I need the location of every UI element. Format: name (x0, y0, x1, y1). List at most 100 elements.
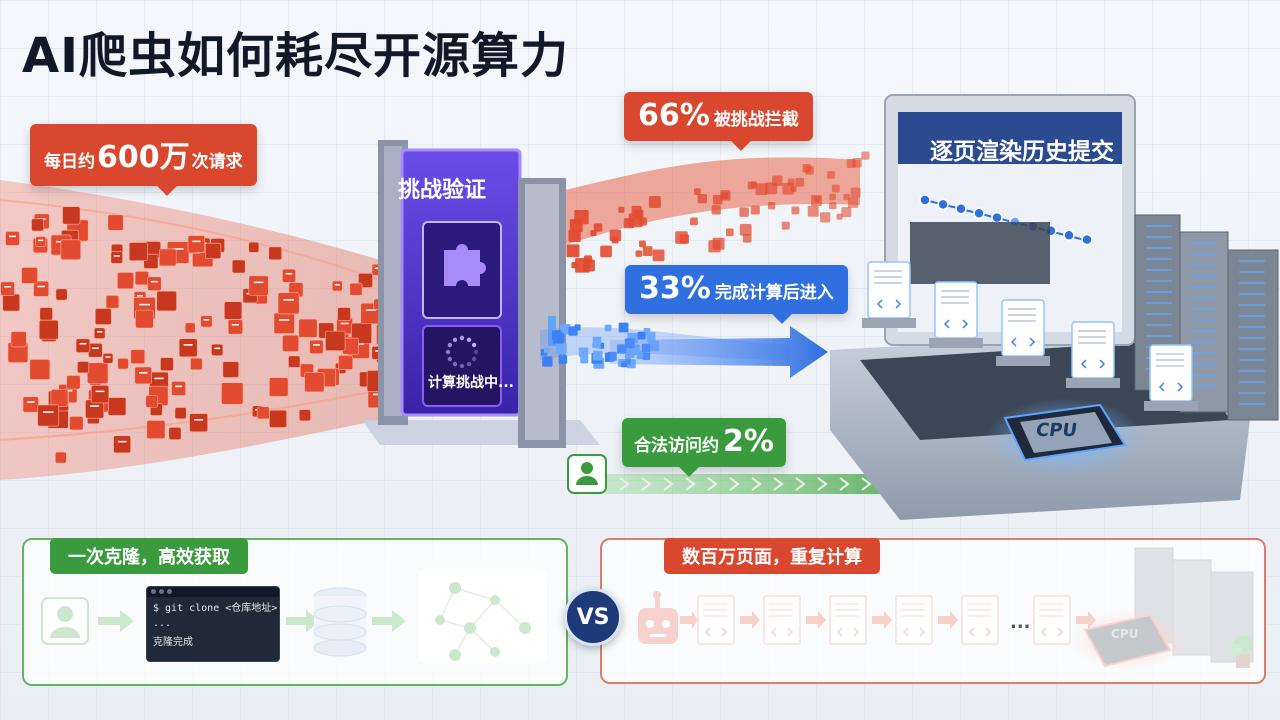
request-stream (0, 151, 870, 480)
document-icon (200, 315, 213, 328)
requests-value: 600万 (97, 140, 190, 175)
spinner-dot (452, 361, 458, 367)
rack-led (1239, 403, 1265, 405)
request-cube (843, 193, 850, 201)
rack-led (1191, 297, 1217, 299)
document-icon (298, 318, 318, 338)
chevron-icon (795, 477, 806, 491)
rack-led (1191, 363, 1217, 365)
request-cube (552, 334, 558, 340)
rack-led (1146, 269, 1172, 271)
request-cube (767, 202, 776, 210)
chevron-icon (861, 477, 872, 491)
document-icon (282, 334, 300, 352)
gate-status: 计算挑战中... (428, 375, 514, 391)
request-cube (566, 244, 580, 258)
document-icon (0, 281, 15, 296)
chevron-icon (641, 477, 652, 491)
rack-led (1146, 324, 1172, 326)
document-icon (171, 381, 186, 396)
cpu-small-label: CPU (1111, 627, 1139, 641)
document-icon (331, 280, 343, 292)
document-icon (190, 357, 203, 371)
spinner-dot (471, 342, 477, 348)
request-cube (569, 219, 583, 233)
request-cube (578, 347, 589, 357)
request-cube (635, 250, 643, 257)
spinner-dot (459, 363, 465, 369)
document-icon (128, 242, 148, 261)
timeline-dot (955, 203, 967, 215)
request-cube (611, 236, 619, 244)
rack-led (1146, 302, 1172, 304)
rack-led (1239, 282, 1265, 284)
document-icon (21, 267, 38, 284)
request-cube (580, 355, 589, 364)
document-icon (22, 396, 39, 413)
terminal-line: 克隆完成 (153, 637, 193, 648)
request-cube (836, 213, 843, 220)
request-cube (632, 333, 638, 339)
rack-led (1191, 374, 1217, 376)
request-cube (820, 212, 831, 223)
challenge-gate (362, 140, 600, 448)
document-icon (147, 276, 162, 291)
rack-led (1239, 392, 1265, 394)
request-cube (861, 151, 870, 160)
request-cube (807, 205, 819, 217)
request-cube (712, 194, 723, 205)
document-icon (349, 282, 363, 296)
timeline-dot (1081, 233, 1093, 246)
request-cube (739, 207, 749, 217)
document-icon (211, 343, 224, 356)
document-icon (282, 268, 296, 283)
request-cube (711, 205, 721, 215)
legit-flow (567, 454, 985, 506)
document-icon (113, 435, 131, 454)
chevron-icon (707, 477, 718, 491)
request-cube (841, 207, 852, 218)
rack-led (1191, 275, 1217, 277)
document-icon (105, 295, 120, 309)
document-icon (222, 361, 240, 378)
document-icon (55, 451, 67, 464)
document-icon (174, 407, 187, 420)
legit-value: 2% (723, 424, 774, 459)
document-icon (107, 214, 124, 231)
document-icon (93, 327, 106, 339)
document-icon (85, 399, 105, 419)
document-icon (1144, 344, 1198, 411)
request-cube (646, 331, 656, 341)
spinner-dot (471, 356, 477, 362)
spinner-dot (452, 337, 458, 343)
document-icon (298, 409, 311, 422)
document-icon (50, 389, 69, 407)
computed-value: 33% (639, 271, 711, 306)
request-cube (755, 183, 768, 196)
document-icon (134, 271, 150, 286)
request-cube (637, 331, 646, 340)
request-cube (810, 195, 822, 207)
rack-led (1191, 352, 1217, 354)
request-cube (593, 223, 603, 232)
request-cube (790, 185, 797, 192)
request-cube (795, 177, 805, 187)
chevron-icon (817, 477, 828, 491)
request-cube (652, 249, 665, 262)
document-icon (146, 420, 166, 440)
request-cube (675, 231, 688, 244)
document-icon (184, 322, 196, 334)
vs-badge: VS (564, 588, 622, 646)
render-panel-title: 数百万页面，重复计算 (664, 538, 880, 574)
rack-led (1191, 264, 1217, 266)
green-arrow-icon (605, 462, 985, 506)
request-cube (568, 326, 578, 336)
request-cube (787, 178, 795, 186)
document-icon (168, 427, 182, 440)
document-icon (1066, 321, 1120, 388)
document-icon (38, 319, 59, 340)
request-cube (555, 342, 567, 354)
request-cube (543, 347, 550, 354)
rack-led (1239, 293, 1265, 295)
document-icon (62, 206, 81, 225)
